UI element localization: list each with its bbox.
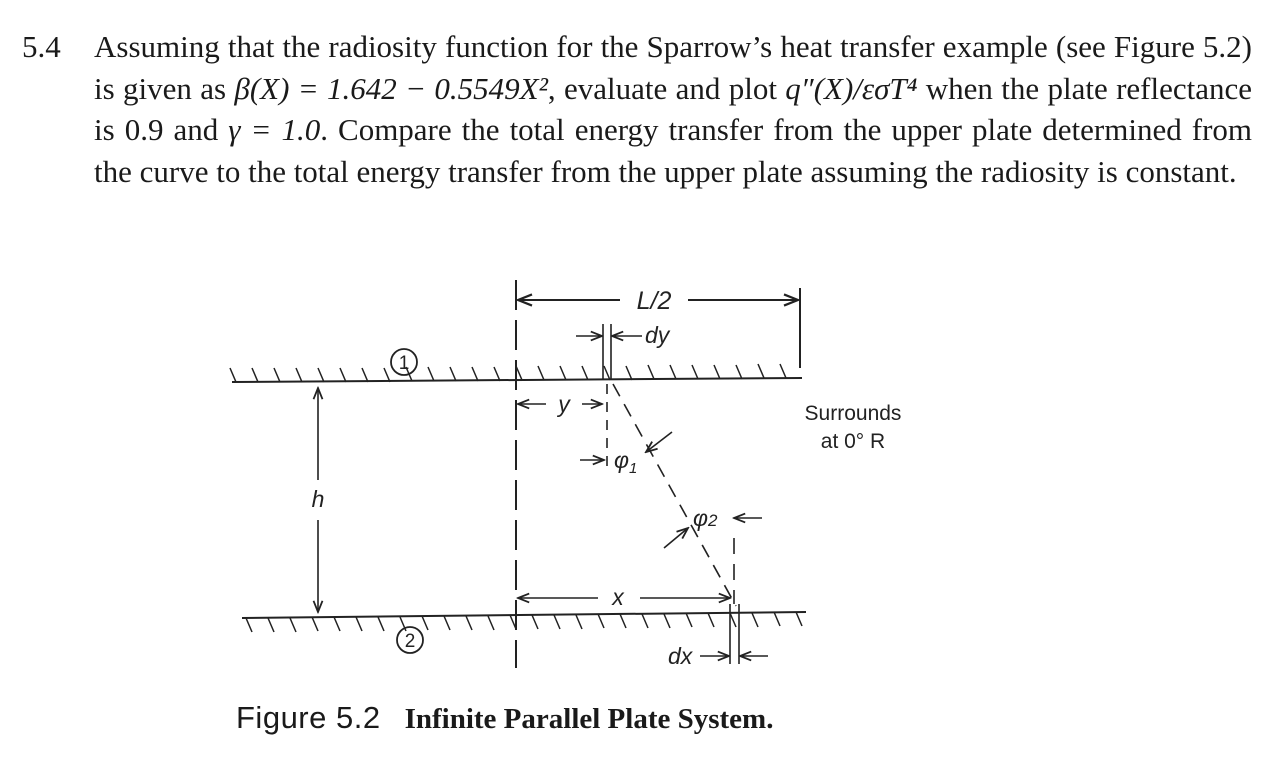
phi1-subscript: 1 bbox=[629, 460, 637, 477]
phi2-symbol: φ bbox=[693, 505, 708, 531]
phi1-label: φ1 bbox=[614, 447, 637, 477]
line-of-sight bbox=[612, 383, 737, 607]
problem-statement: Assuming that the radiosity function for… bbox=[94, 26, 1252, 192]
radiosity-equation: β(X) = 1.642 − 0.5549X² bbox=[234, 70, 548, 106]
figure-number: Figure 5.2 bbox=[236, 700, 381, 735]
phi2-arrow-left bbox=[663, 528, 688, 549]
phi2-subscript: 2 bbox=[707, 511, 718, 530]
phi1-symbol: φ bbox=[614, 447, 629, 473]
statement-part-1: Assuming that the radiosity function for… bbox=[94, 29, 1252, 106]
problem-number: 5.4 bbox=[22, 29, 61, 64]
statement-part-4: . Compare the total energy transfer from… bbox=[94, 112, 1253, 189]
plate2-label: 2 bbox=[405, 631, 416, 652]
statement-part-2: , evaluate and plot bbox=[547, 70, 786, 106]
x-label: x bbox=[611, 584, 625, 610]
statement-part-3: when the plate reflectance is 0.9 and bbox=[94, 70, 1253, 148]
phi1-arrow-right bbox=[646, 431, 673, 452]
plate1-label: 1 bbox=[399, 353, 410, 374]
surrounds-line-2: at 0° R bbox=[821, 430, 885, 453]
diagram-lines bbox=[229, 280, 807, 668]
dx-label: dx bbox=[668, 643, 694, 669]
lower-plate bbox=[241, 611, 807, 619]
plate1-circle bbox=[390, 348, 418, 376]
dy-label: dy bbox=[645, 322, 671, 348]
figure-title: Infinite Parallel Plate System. bbox=[404, 703, 774, 735]
phi2-label: φ2 bbox=[693, 505, 718, 531]
surrounds-line-1: Surrounds bbox=[805, 402, 902, 425]
gamma-value: γ = 1.0 bbox=[228, 112, 321, 147]
h-label: h bbox=[312, 486, 325, 512]
diagram-labels: L/2 dy y φ1 φ2 h x dx 1 2 Surrounds at 0… bbox=[312, 287, 902, 669]
heat-flux-expression: q″(X)/εσT⁴ bbox=[785, 70, 918, 106]
plate2-circle bbox=[396, 626, 424, 654]
figure-caption: Figure 5.2 Infinite Parallel Plate System… bbox=[236, 700, 773, 736]
lower-plate-hatching bbox=[245, 611, 803, 633]
y-label: y bbox=[556, 391, 571, 417]
half-length-label: L/2 bbox=[637, 287, 672, 315]
